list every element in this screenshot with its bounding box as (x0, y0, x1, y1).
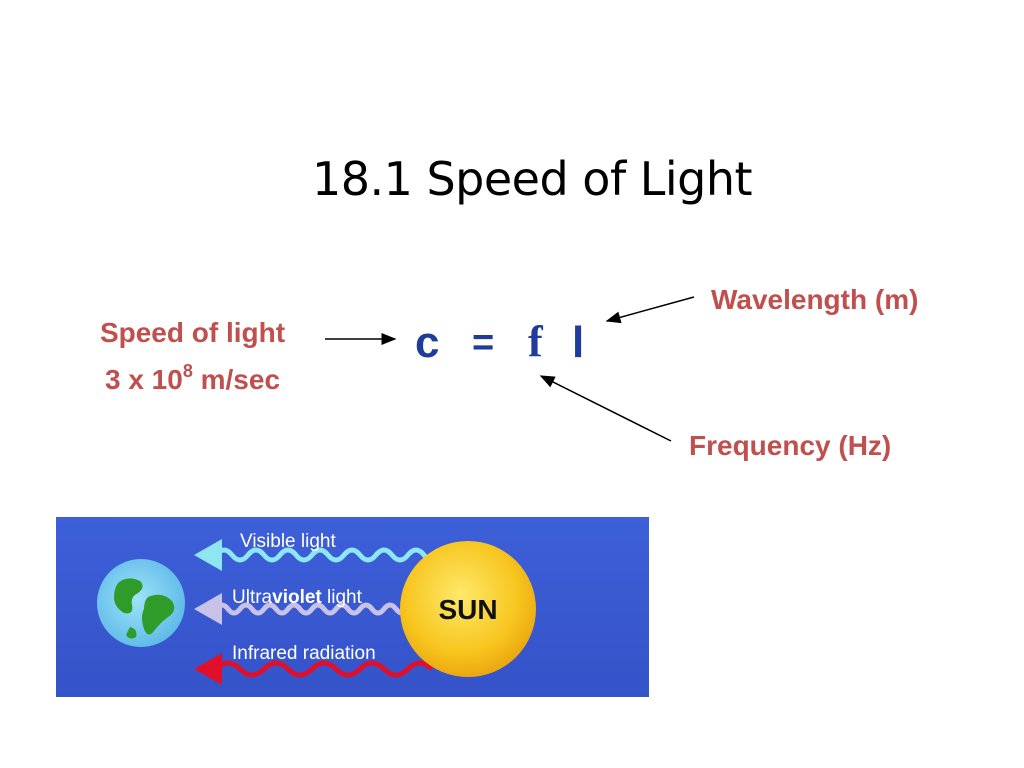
speed-of-light-name: Speed of light (99, 317, 286, 348)
speed-value-exponent: 8 (182, 361, 193, 381)
earth-icon (97, 559, 185, 647)
equation-f: f (528, 317, 543, 366)
slide-title: 18.1 Speed of Light (311, 152, 753, 206)
speed-value-base: 3 x 10 (104, 364, 183, 395)
sun-earth-illustration: Visible light Ultraviolet light Infrared… (56, 517, 649, 697)
equation-l: l (572, 318, 585, 367)
infrared-radiation-wave (194, 653, 434, 685)
speed-of-light-value: 3 x 108 m/sec (70, 352, 315, 399)
speed-of-light-label: Speed of light 3 x 108 m/sec (70, 313, 315, 399)
equation-equals: = (472, 322, 495, 364)
frequency-arrow (539, 375, 672, 442)
wavelength-arrow (605, 296, 695, 324)
infrared-radiation-text: Infrared radiation (232, 643, 376, 664)
wavelength-label: Wavelength (m) (711, 284, 919, 315)
frequency-label: Frequency (Hz) (689, 430, 892, 461)
ultraviolet-light-text: Ultraviolet light (232, 587, 363, 608)
equation-c: c (415, 318, 440, 367)
speed-value-unit: m/sec (192, 364, 281, 395)
sun-icon (400, 541, 536, 677)
visible-light-text: Visible light (240, 531, 336, 552)
visible-light-wave (194, 539, 442, 571)
sun-label: SUN (438, 594, 497, 625)
